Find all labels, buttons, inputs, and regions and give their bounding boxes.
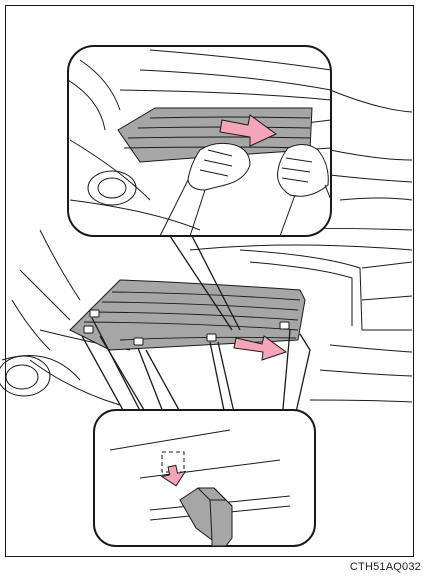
bottom-callout bbox=[94, 410, 315, 546]
top-callout bbox=[68, 46, 331, 236]
figure-code: CTH51AQ032 bbox=[333, 561, 421, 573]
grille-panel bbox=[70, 280, 305, 350]
